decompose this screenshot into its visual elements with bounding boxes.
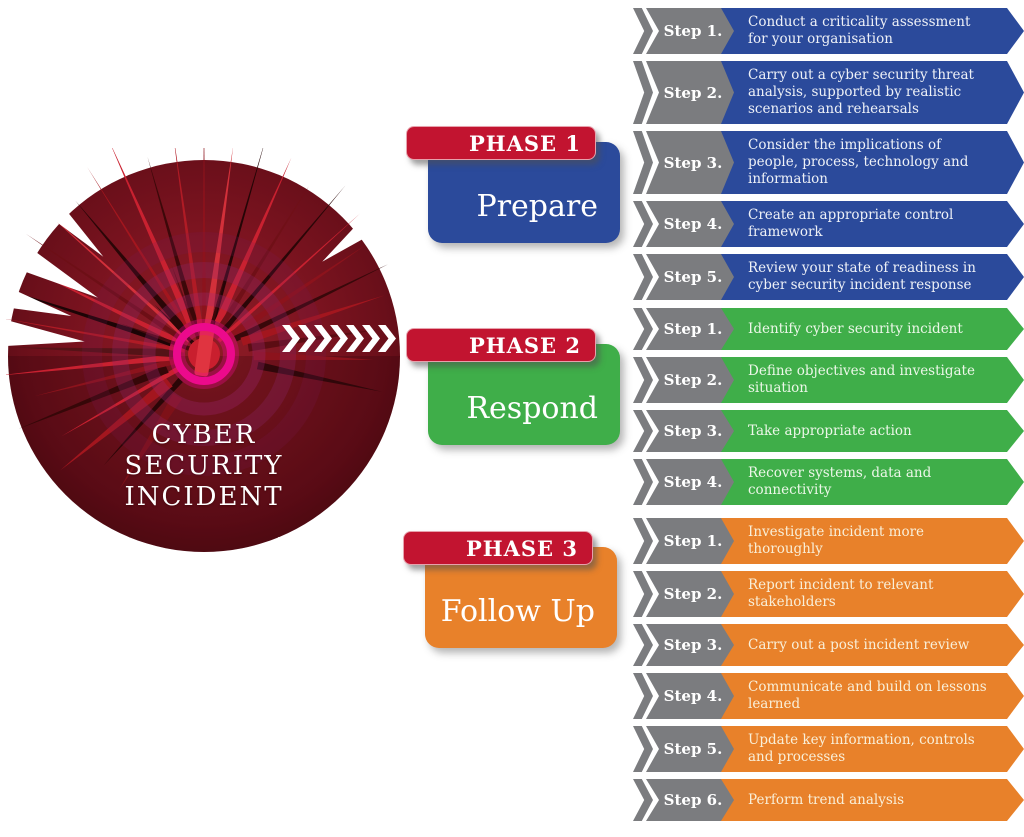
flow-chevrons-phase-1: [278, 129, 392, 156]
chevron-icon: [342, 129, 360, 156]
phase-3-step-row: Step 6.Perform trend analysis: [633, 779, 1024, 821]
chevron-icon: [330, 325, 348, 352]
chevron-icon: [278, 537, 296, 564]
phase-2-name: Respond: [466, 391, 598, 426]
incident-label-line: SECURITY: [124, 451, 284, 481]
step-text: Update key information, controls and pro…: [721, 726, 1024, 772]
phase-2-step-row: Step 1.Identify cyber security incident: [633, 308, 1024, 350]
chevron-icon: [378, 325, 396, 352]
phase-1-step-row: Step 1.Conduct a criticality assessment …: [633, 8, 1024, 54]
explosion-burst-icon: [6, 148, 400, 552]
chevron-icon: [342, 537, 360, 564]
step-text: Investigate incident more thoroughly: [721, 518, 1024, 564]
chevron-icon: [374, 129, 392, 156]
phase-1-step-row: Step 3.Consider the implications of peop…: [633, 131, 1024, 194]
chevron-icon: [294, 537, 312, 564]
phase-1-step-row: Step 2.Carry out a cyber security threat…: [633, 61, 1024, 124]
step-text: Carry out a post incident review: [721, 624, 1024, 666]
step-label: Step 3.: [646, 624, 734, 666]
incident-label: CYBER SECURITY INCIDENT: [54, 420, 354, 513]
phase-3-header: PHASE 3: [403, 531, 593, 565]
chevron-icon: [310, 537, 328, 564]
phase-1-header: PHASE 1: [406, 126, 596, 160]
step-text: Identify cyber security incident: [721, 308, 1024, 350]
step-text: Carry out a cyber security threat analys…: [721, 61, 1024, 124]
phase-3-name: Follow Up: [440, 594, 595, 629]
step-text: Consider the implications of people, pro…: [721, 131, 1024, 194]
chevron-icon: [326, 537, 344, 564]
step-label: Step 1.: [646, 308, 734, 350]
phase-1-card: Prepare PHASE 1: [406, 126, 620, 248]
phase-3-step-row: Step 3.Carry out a post incident review: [633, 624, 1024, 666]
step-text: Perform trend analysis: [721, 779, 1024, 821]
step-text: Take appropriate action: [721, 410, 1024, 452]
chevron-icon: [298, 325, 316, 352]
phase-3-step-row: Step 2.Report incident to relevant stake…: [633, 571, 1024, 617]
chevron-icon: [310, 129, 328, 156]
chevron-icon: [314, 325, 332, 352]
step-text: Communicate and build on lessons learned: [721, 673, 1024, 719]
phase-1-name: Prepare: [476, 189, 598, 224]
step-label: Step 3.: [646, 131, 734, 194]
step-label: Step 2.: [646, 357, 734, 403]
step-label: Step 4.: [646, 459, 734, 505]
step-text: Recover systems, data and connectivity: [721, 459, 1024, 505]
step-label: Step 4.: [646, 673, 734, 719]
step-label: Step 4.: [646, 201, 734, 247]
step-label: Step 3.: [646, 410, 734, 452]
chevron-icon: [358, 537, 376, 564]
chevron-icon: [278, 129, 296, 156]
chevron-icon: [346, 325, 364, 352]
phase-1-step-row: Step 4.Create an appropriate control fra…: [633, 201, 1024, 247]
flow-chevrons-phase-2: [282, 325, 396, 352]
chevron-icon: [362, 325, 380, 352]
phase-2-step-row: Step 2.Define objectives and investigate…: [633, 357, 1024, 403]
phase-2-step-row: Step 4.Recover systems, data and connect…: [633, 459, 1024, 505]
cyber-incident-graphic: CYBER SECURITY INCIDENT: [6, 148, 406, 568]
step-text: Report incident to relevant stakeholders: [721, 571, 1024, 617]
phase-3-step-row: Step 5.Update key information, controls …: [633, 726, 1024, 772]
phase-3-steps: Step 1.Investigate incident more thoroug…: [633, 518, 1024, 821]
chevron-icon: [374, 537, 392, 564]
chevron-icon: [326, 129, 344, 156]
flow-chevrons-phase-3: [278, 537, 392, 564]
step-label: Step 2.: [646, 61, 734, 124]
step-text: Conduct a criticality assessment for you…: [721, 8, 1024, 54]
incident-label-line: INCIDENT: [124, 482, 284, 512]
phase-3-step-row: Step 4.Communicate and build on lessons …: [633, 673, 1024, 719]
step-label: Step 5.: [646, 726, 734, 772]
step-text: Review your state of readiness in cyber …: [721, 254, 1024, 300]
step-label: Step 2.: [646, 571, 734, 617]
step-label: Step 1.: [646, 518, 734, 564]
phase-2-step-row: Step 3.Take appropriate action: [633, 410, 1024, 452]
phase-3-step-row: Step 1.Investigate incident more thoroug…: [633, 518, 1024, 564]
phase-2-card: Respond PHASE 2: [406, 328, 620, 450]
incident-label-line: CYBER: [151, 420, 257, 450]
phase-3-card: Follow Up PHASE 3: [403, 531, 617, 653]
phase-2-header: PHASE 2: [406, 328, 596, 362]
step-text: Define objectives and investigate situat…: [721, 357, 1024, 403]
chevron-icon: [294, 129, 312, 156]
step-label: Step 5.: [646, 254, 734, 300]
step-label: Step 1.: [646, 8, 734, 54]
chevron-icon: [358, 129, 376, 156]
steps-column: Step 1.Conduct a criticality assessment …: [633, 8, 1024, 828]
phase-1-steps: Step 1.Conduct a criticality assessment …: [633, 8, 1024, 300]
step-label: Step 6.: [646, 779, 734, 821]
step-text: Create an appropriate control framework: [721, 201, 1024, 247]
chevron-icon: [282, 325, 300, 352]
phase-1-step-row: Step 5.Review your state of readiness in…: [633, 254, 1024, 300]
